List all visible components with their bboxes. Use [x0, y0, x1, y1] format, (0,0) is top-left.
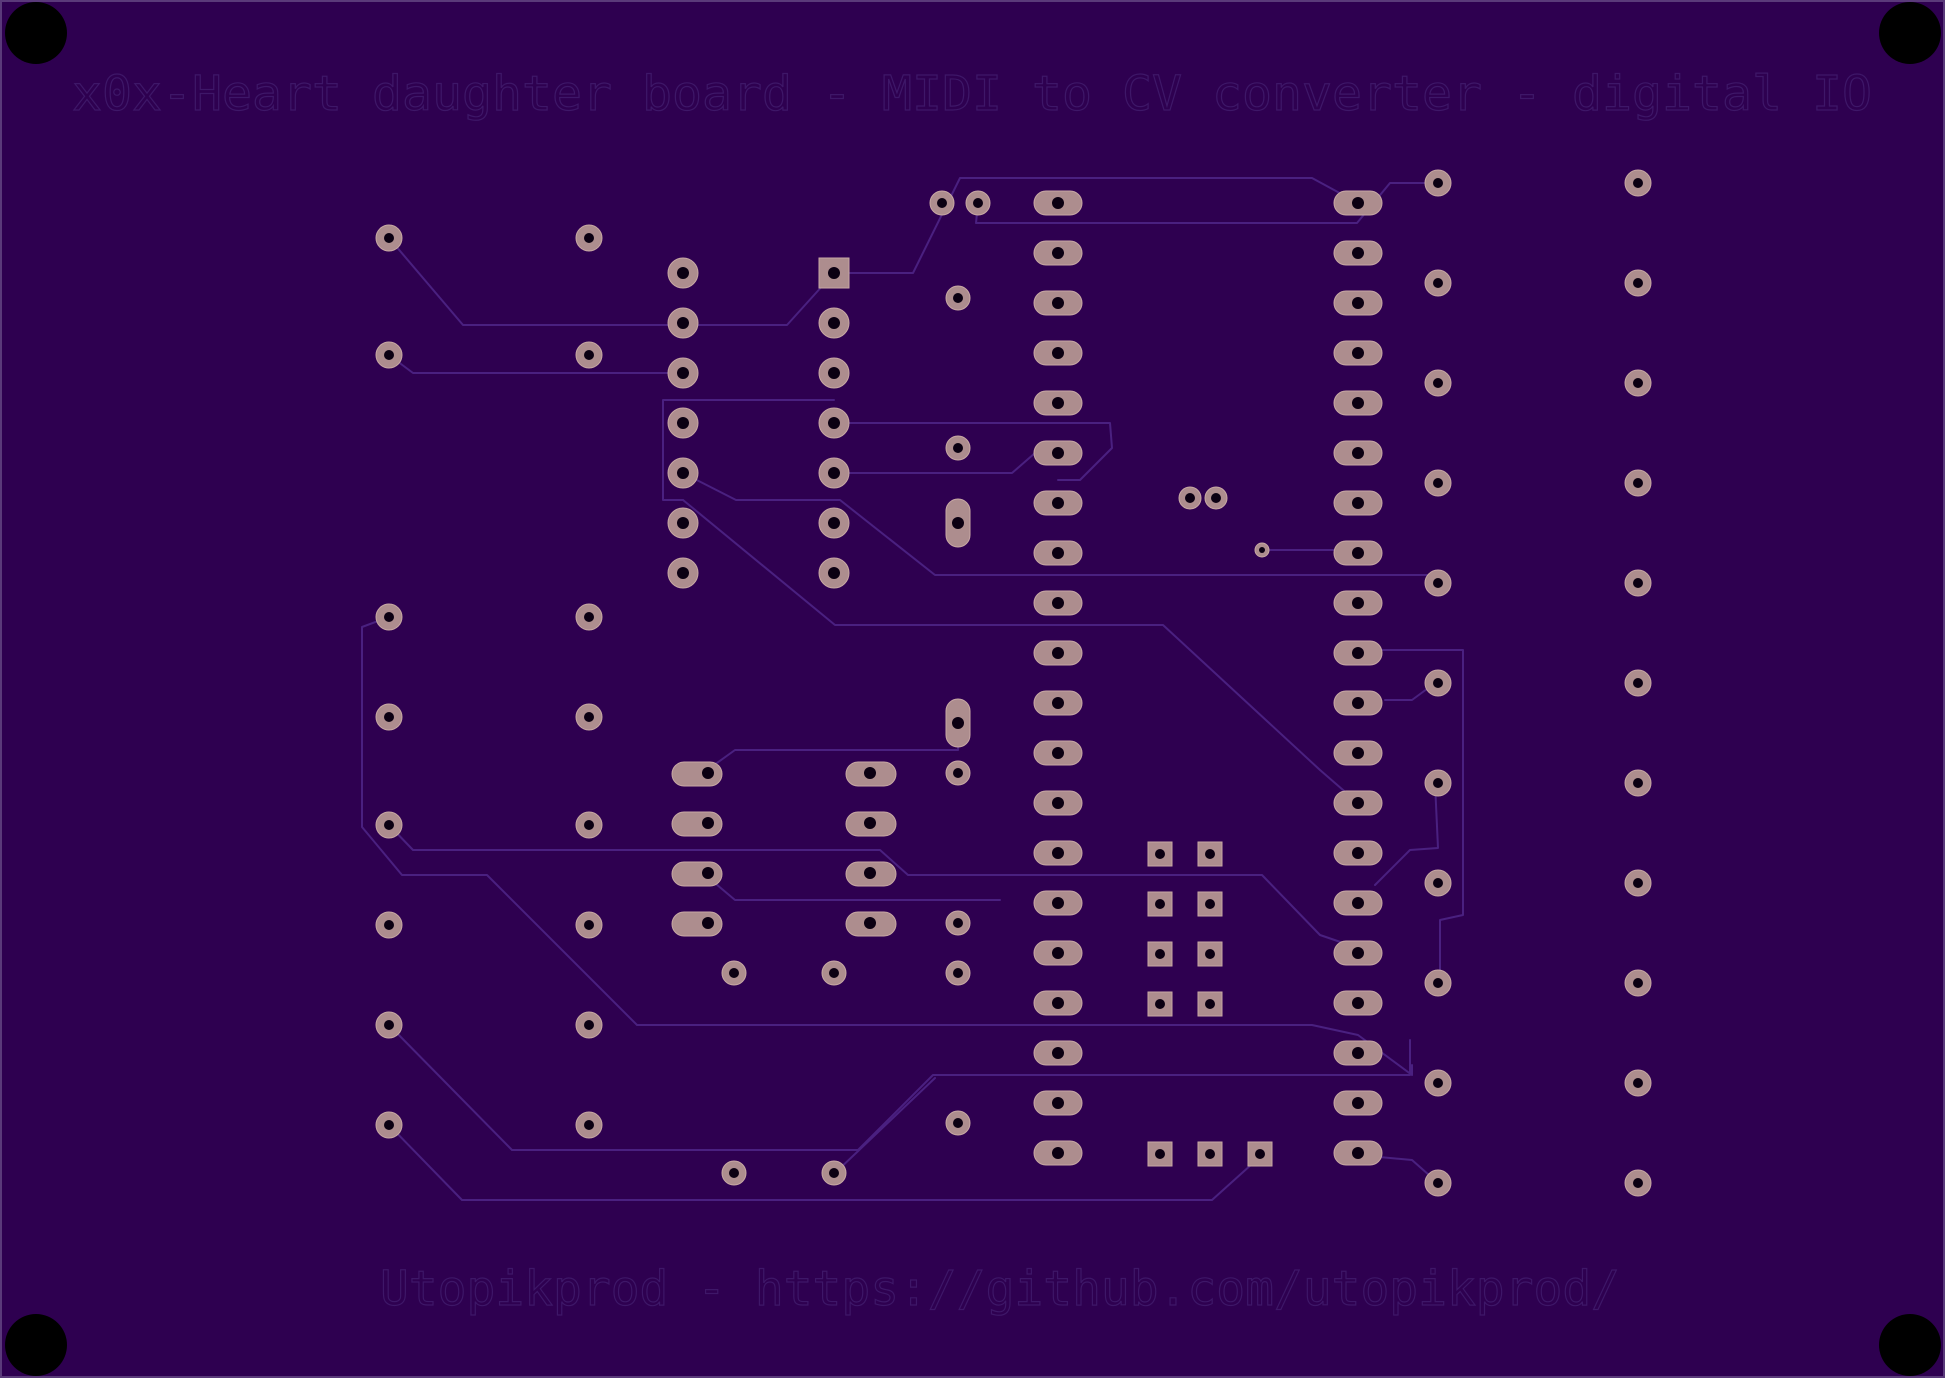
- mounting-hole: [5, 1314, 67, 1376]
- trace: [682, 472, 1439, 576]
- trace: [388, 237, 835, 326]
- trace: [833, 422, 1113, 481]
- board-title: x0x-Heart daughter board - MIDI to CV co…: [72, 66, 1872, 122]
- trace: [388, 1024, 1411, 1151]
- trace: [1374, 782, 1439, 886]
- misc-pads: [721, 190, 1270, 1186]
- dip-ic-small: [667, 257, 850, 589]
- square-pad-header: [1147, 841, 1273, 1167]
- trace: [833, 177, 1359, 274]
- board-footer: Utopikprod - https://github.com/utopikpr…: [380, 1261, 1620, 1317]
- trace: [682, 499, 1359, 804]
- oblong-pads: [671, 761, 897, 937]
- trace: [834, 1077, 936, 1174]
- dip40-mcu: [1033, 190, 1383, 1166]
- mounting-holes: [5, 2, 1941, 1376]
- trace: [1357, 649, 1464, 984]
- trace: [388, 824, 1359, 949]
- mounting-hole: [5, 2, 67, 64]
- resistor-pads-left: [375, 224, 603, 1139]
- trace: [361, 616, 1413, 1076]
- trace: [975, 182, 1439, 224]
- resistor-pads-right: [1424, 169, 1652, 1197]
- mounting-hole: [1879, 1314, 1941, 1376]
- trace: [388, 1124, 1263, 1201]
- trace: [662, 399, 835, 501]
- mounting-hole: [1879, 2, 1941, 64]
